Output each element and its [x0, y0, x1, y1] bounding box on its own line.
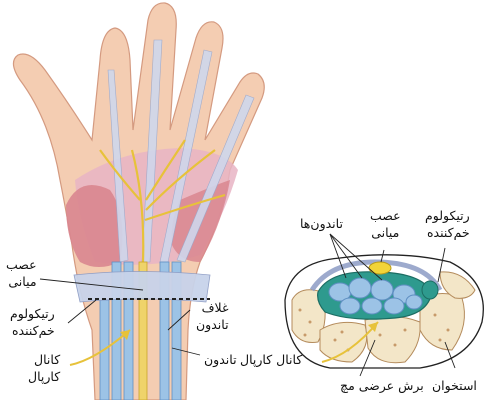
side-sheath: [421, 280, 439, 300]
label-line: کانال: [34, 352, 61, 367]
label-line: کارپال: [28, 368, 61, 384]
label-line: رتیکولوم: [10, 306, 55, 321]
label-line: کانال کارپال: [240, 352, 303, 367]
label-cross-section: برش عرضی مچ: [340, 378, 424, 395]
leader-lines: [39, 233, 456, 377]
label-line: برش عرضی مچ: [340, 378, 424, 393]
label-carpal-canal-left: کانال کارپال: [28, 352, 60, 386]
median-nerve: [99, 139, 226, 400]
label-line: تاندون: [196, 316, 229, 332]
flexor-retinaculum-band: [73, 271, 211, 303]
label-line: عصب: [370, 208, 401, 223]
label-line: رتیکولوم: [425, 208, 470, 223]
label-tendons-top: تاندون‌ها: [300, 216, 343, 233]
label-flexor-retinaculum-left: رتیکولوم خم‌کننده: [10, 306, 55, 340]
label-median-nerve-left: عصب میانی: [6, 257, 37, 291]
label-line: تاندون: [204, 352, 237, 367]
label-line: خم‌کننده: [427, 224, 470, 240]
label-line: غلاف: [201, 300, 229, 315]
label-median-nerve-right: عصب میانی: [370, 208, 401, 242]
label-tendon-sheath: غلاف تاندون: [196, 300, 229, 334]
label-line: استخوان: [432, 378, 477, 393]
label-line: خم‌کننده: [12, 322, 55, 338]
hand-illustration: [12, 2, 265, 400]
cross-section-illustration: [284, 254, 484, 369]
tendons-in-canal: [328, 277, 423, 315]
label-line: میانی: [371, 224, 400, 240]
label-tendon: تاندون: [204, 352, 237, 369]
thenar-muscle: [66, 185, 123, 267]
finger-tendons: [107, 39, 255, 263]
label-bone: استخوان: [432, 378, 477, 395]
label-carpal-canal-right: کانال کارپال: [240, 352, 302, 369]
label-line: عصب: [6, 257, 37, 272]
label-flexor-retinaculum-right: رتیکولوم خم‌کننده: [425, 208, 470, 242]
median-nerve-section: [368, 261, 392, 275]
label-line: تاندون‌ها: [300, 216, 343, 231]
carpal-bones: [291, 271, 476, 364]
canal-arrowheads: [120, 322, 378, 340]
label-line: میانی: [8, 273, 37, 289]
retinaculum-arc: [309, 259, 443, 292]
